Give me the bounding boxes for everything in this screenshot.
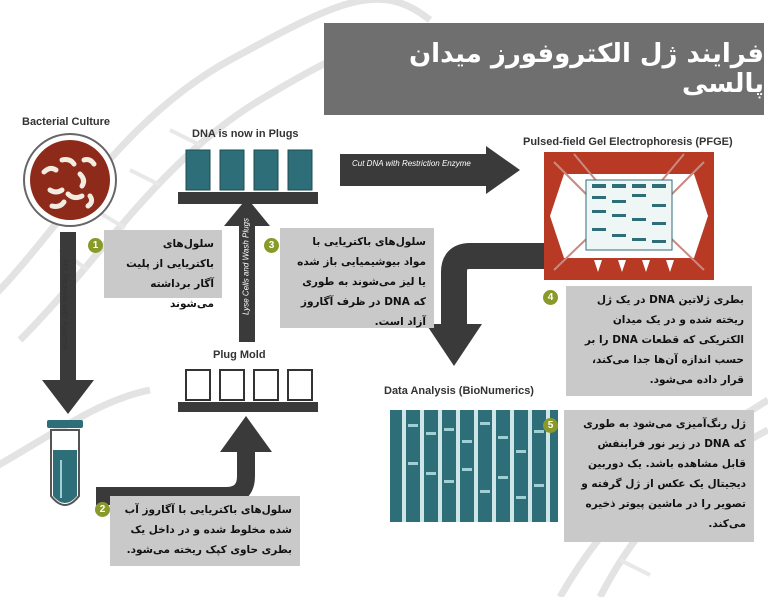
mix-arrow-icon [42,232,94,414]
data-analysis-label: Data Analysis (BioNumerics) [384,385,534,397]
step-1-note: سلول‌های باکتریایی از پلیت آگار برداشته … [104,230,222,310]
page-title: فرایند ژل الکتروفورز میدان پالسی [324,23,764,115]
test-tube-icon [47,420,83,506]
data-analysis-gel-icon [390,410,558,522]
step-3-note: سلول‌های باکتریایی با مواد بیوشیمیایی با… [280,228,434,328]
mix-bacteria-text: Mix bacteria with Agarose [60,258,70,351]
step-4-badge: 4 [543,290,558,305]
curved-arrow-to-mold-icon [96,416,272,505]
plug-mold-icon [178,369,318,412]
step-4-note: بطری ژلاتین DNA در یک ژل ریخته شده و در … [566,286,752,396]
step-2-note: سلول‌های باکتریایی با آگاروز آب شده مخلو… [110,496,300,566]
lyse-cells-text: Lyse Cells and Wash Plugs [241,217,251,316]
plug-mold-label: Plug Mold [213,349,266,361]
curved-arrow-to-analysis-icon [426,243,548,366]
bacterial-culture-label: Bacterial Culture [22,116,111,128]
pfge-label: Pulsed-field Gel Electrophoresis (PFGE) [523,136,733,148]
step-1-badge: 1 [88,238,103,253]
pfge-gel-icon [544,152,714,280]
step-5-badge: 5 [543,418,558,433]
step-2-badge: 2 [95,502,110,517]
dna-in-plugs-label: DNA is now in Plugs [192,128,299,140]
step-3-badge: 3 [264,238,279,253]
step-5-note: ژل رنگ‌آمیزی می‌شود به طوری که DNA در زی… [564,410,754,542]
petri-dish-icon [23,133,117,227]
cut-dna-arrow-icon [340,146,520,194]
lyse-arrow-icon [224,198,270,342]
dna-plugs-icon [178,149,318,204]
cut-dna-text: Cut DNA with Restriction Enzyme [352,159,471,168]
